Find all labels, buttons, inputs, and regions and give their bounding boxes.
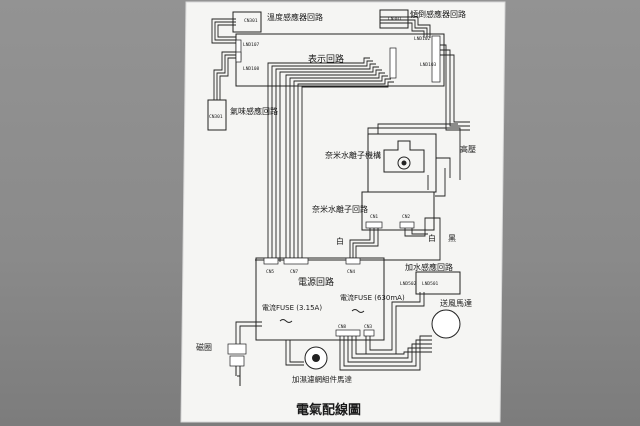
white-wire-label-1: 白 [336,236,344,246]
blower-motor-icon [431,309,461,339]
water-sensor-box [415,271,461,295]
tilt-sensor-box [379,9,409,29]
conn-lnd108: LND108 [243,66,260,72]
water-circuit-label: 加水感應回路 [405,262,453,272]
conn-lnd103: LND103 [420,62,437,68]
plug-icon [235,366,241,386]
conn-cn301-top: CN301 [244,18,258,24]
odor-circuit-label: 氣味感應回路 [230,106,278,116]
connector-pins [227,35,441,367]
nano-circuit-label: 奈米水離子回路 [312,204,368,214]
odor-sensor-box [207,99,227,131]
hv-label: 高壓 [460,144,476,154]
tilt-circuit-label: 傾倒感應器回路 [410,9,466,19]
display-circuit-label: 表示回路 [308,53,344,65]
conn-lnd501: LND501 [422,281,439,287]
filter-motor-hub [312,354,320,362]
paper-sheet [180,1,506,423]
fuse2-icon [351,309,365,313]
conn-cn1: CN1 [370,214,378,220]
conn-lnd502: LND502 [400,281,417,287]
conn-cn7: CN7 [290,269,298,275]
power-circuit-label: 電源回路 [298,276,334,288]
fuse1-label: 電流FUSE (3.15A) [262,303,322,312]
conn-cn301-tilt: CN301 [388,16,402,22]
coil-label: 磁圈 [196,342,212,352]
diagram-title: 電氣配線圖 [296,402,361,418]
temp-circuit-label: 溫度感應器回路 [267,12,323,22]
power-circuit-box [255,257,385,341]
wire-bundles [211,16,470,371]
conn-cn301-odor: CN301 [209,114,223,120]
conn-cn2: CN2 [402,214,410,220]
conn-lnd107: LND107 [243,42,260,48]
nano-mech-label: 奈米水離子機構 [325,150,381,160]
nano-circuit-box [361,191,435,231]
conn-cn8: CN8 [338,324,346,330]
conn-cn4: CN4 [347,269,355,275]
white-wire-label-2: 白 [428,233,436,243]
temp-sensor-box [232,11,262,33]
blower-label: 送風馬達 [440,298,472,308]
conn-cn3: CN3 [364,324,372,330]
nano-mech-shape [383,140,425,173]
fuse2-label: 電流FUSE (630mA) [340,293,405,302]
black-wire-label: 黑 [448,234,456,243]
conn-cn5: CN5 [266,269,274,275]
conn-lnd102: LND102 [414,36,431,42]
fuse1-icon [279,319,293,323]
filter-motor-label: 加濕濾網組件馬達 [292,374,352,384]
nano-rotor [397,156,411,170]
